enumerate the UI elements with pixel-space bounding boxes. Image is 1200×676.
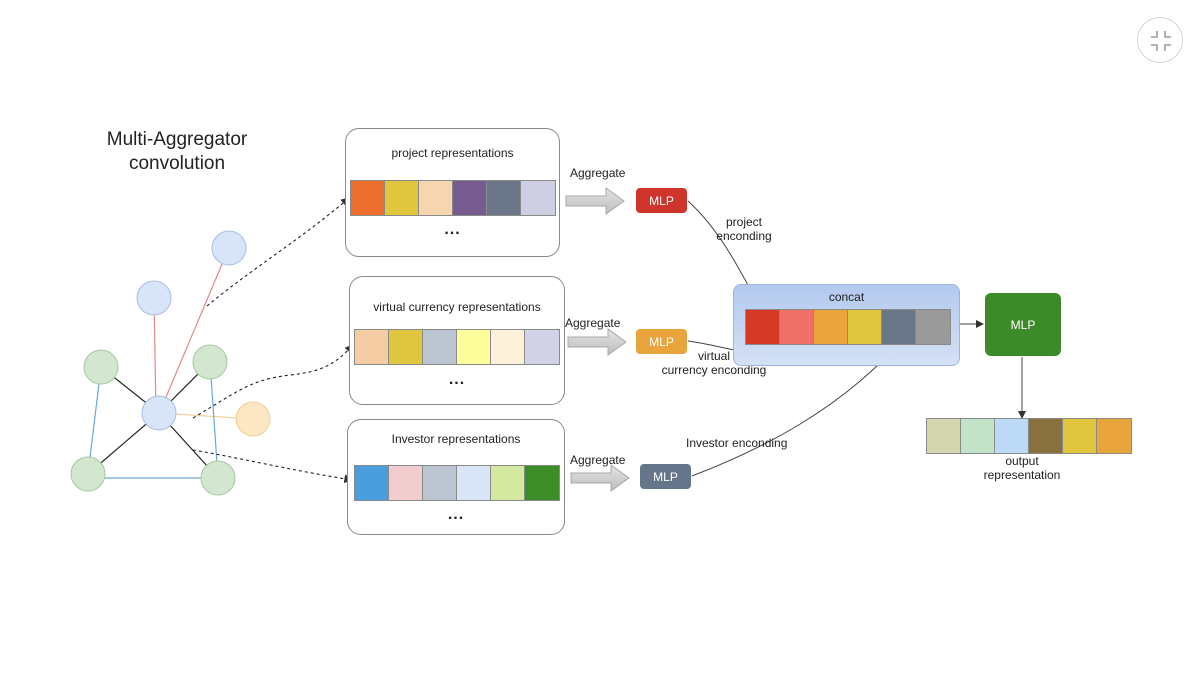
aggregate-label: Aggregate (570, 166, 626, 180)
project-vector (350, 180, 556, 216)
vector-cell (423, 466, 457, 500)
minimize-icon (1151, 31, 1171, 51)
investor-encoding-label: Investor enconding (686, 436, 788, 450)
graph-node (200, 460, 236, 496)
graph-node (235, 401, 271, 437)
ellipsis: ... (447, 506, 465, 523)
project-mlp-box: MLP (636, 188, 687, 213)
vector-cell (389, 466, 423, 500)
vector-cell (882, 310, 916, 344)
vector-cell (491, 330, 525, 364)
vector-cell (916, 310, 950, 344)
aggregate-arrow (570, 464, 630, 492)
aggregate-arrow (567, 328, 627, 356)
currency-mlp-box: MLP (636, 329, 687, 354)
graph-node (211, 230, 247, 266)
vector-cell (521, 181, 555, 215)
vector-cell (419, 181, 453, 215)
currency-vector (354, 329, 560, 365)
output-vector (926, 418, 1132, 454)
concat-block: concat (733, 284, 960, 366)
vector-cell (491, 466, 525, 500)
exit-fullscreen-button[interactable] (1137, 17, 1183, 63)
graph-node (192, 344, 228, 380)
label-line: project (725, 215, 763, 229)
vector-cell (423, 330, 457, 364)
vector-cell (1029, 419, 1063, 453)
panel-title: Investor representations (391, 432, 521, 446)
label-line: enconding (716, 229, 772, 243)
investor-representations-panel: Investor representations ... (347, 419, 565, 535)
vector-cell (1097, 419, 1131, 453)
project-encoding-label: project enconding (704, 215, 784, 243)
currency-encoding-label: virtual currency enconding (655, 349, 773, 377)
currency-representations-panel: virtual currency representations ... (349, 276, 565, 405)
vector-cell (525, 466, 559, 500)
vector-cell (746, 310, 780, 344)
concat-title: concat (828, 290, 865, 304)
graph-node (136, 280, 172, 316)
dashed-connector (192, 449, 354, 484)
graph-center-node (141, 395, 177, 431)
vector-cell (814, 310, 848, 344)
vector-cell (355, 330, 389, 364)
panel-title: project representations (391, 146, 514, 160)
aggregate-label: Aggregate (570, 453, 626, 467)
project-representations-panel: project representations ... (345, 128, 560, 257)
vector-cell (848, 310, 882, 344)
vector-cell (351, 181, 385, 215)
vector-cell (453, 181, 487, 215)
vector-cell (457, 466, 491, 500)
graph-node (70, 456, 106, 492)
vector-cell (927, 419, 961, 453)
vector-cell (385, 181, 419, 215)
vector-cell (1063, 419, 1097, 453)
vector-cell (525, 330, 559, 364)
vector-cell (355, 466, 389, 500)
ellipsis: ... (444, 221, 461, 238)
investor-vector (354, 465, 560, 501)
vector-cell (457, 330, 491, 364)
concat-vector (745, 309, 951, 345)
label-line: representation (983, 468, 1061, 482)
dashed-connector (192, 344, 354, 419)
vector-cell (487, 181, 521, 215)
label-line: currency enconding (661, 363, 767, 377)
dashed-connector (206, 197, 350, 307)
label-line: output (1005, 454, 1039, 468)
ellipsis: ... (448, 371, 466, 388)
investor-encoding-arrow (691, 341, 901, 477)
vector-cell (961, 419, 995, 453)
aggregate-label: Aggregate (565, 316, 621, 330)
label-line: virtual (697, 349, 730, 363)
graph-node (83, 349, 119, 385)
aggregate-arrow (565, 187, 625, 215)
final-mlp-box: MLP (985, 293, 1061, 356)
investor-mlp-box: MLP (640, 464, 691, 489)
vector-cell (389, 330, 423, 364)
vector-cell (780, 310, 814, 344)
diagram-title: Multi-Aggregator convolution (92, 128, 262, 176)
output-label: output representation (968, 454, 1076, 482)
vector-cell (995, 419, 1029, 453)
title-line-1: Multi-Aggregator (106, 129, 248, 150)
title-line-2: convolution (128, 153, 226, 174)
panel-title: virtual currency representations (373, 300, 541, 314)
